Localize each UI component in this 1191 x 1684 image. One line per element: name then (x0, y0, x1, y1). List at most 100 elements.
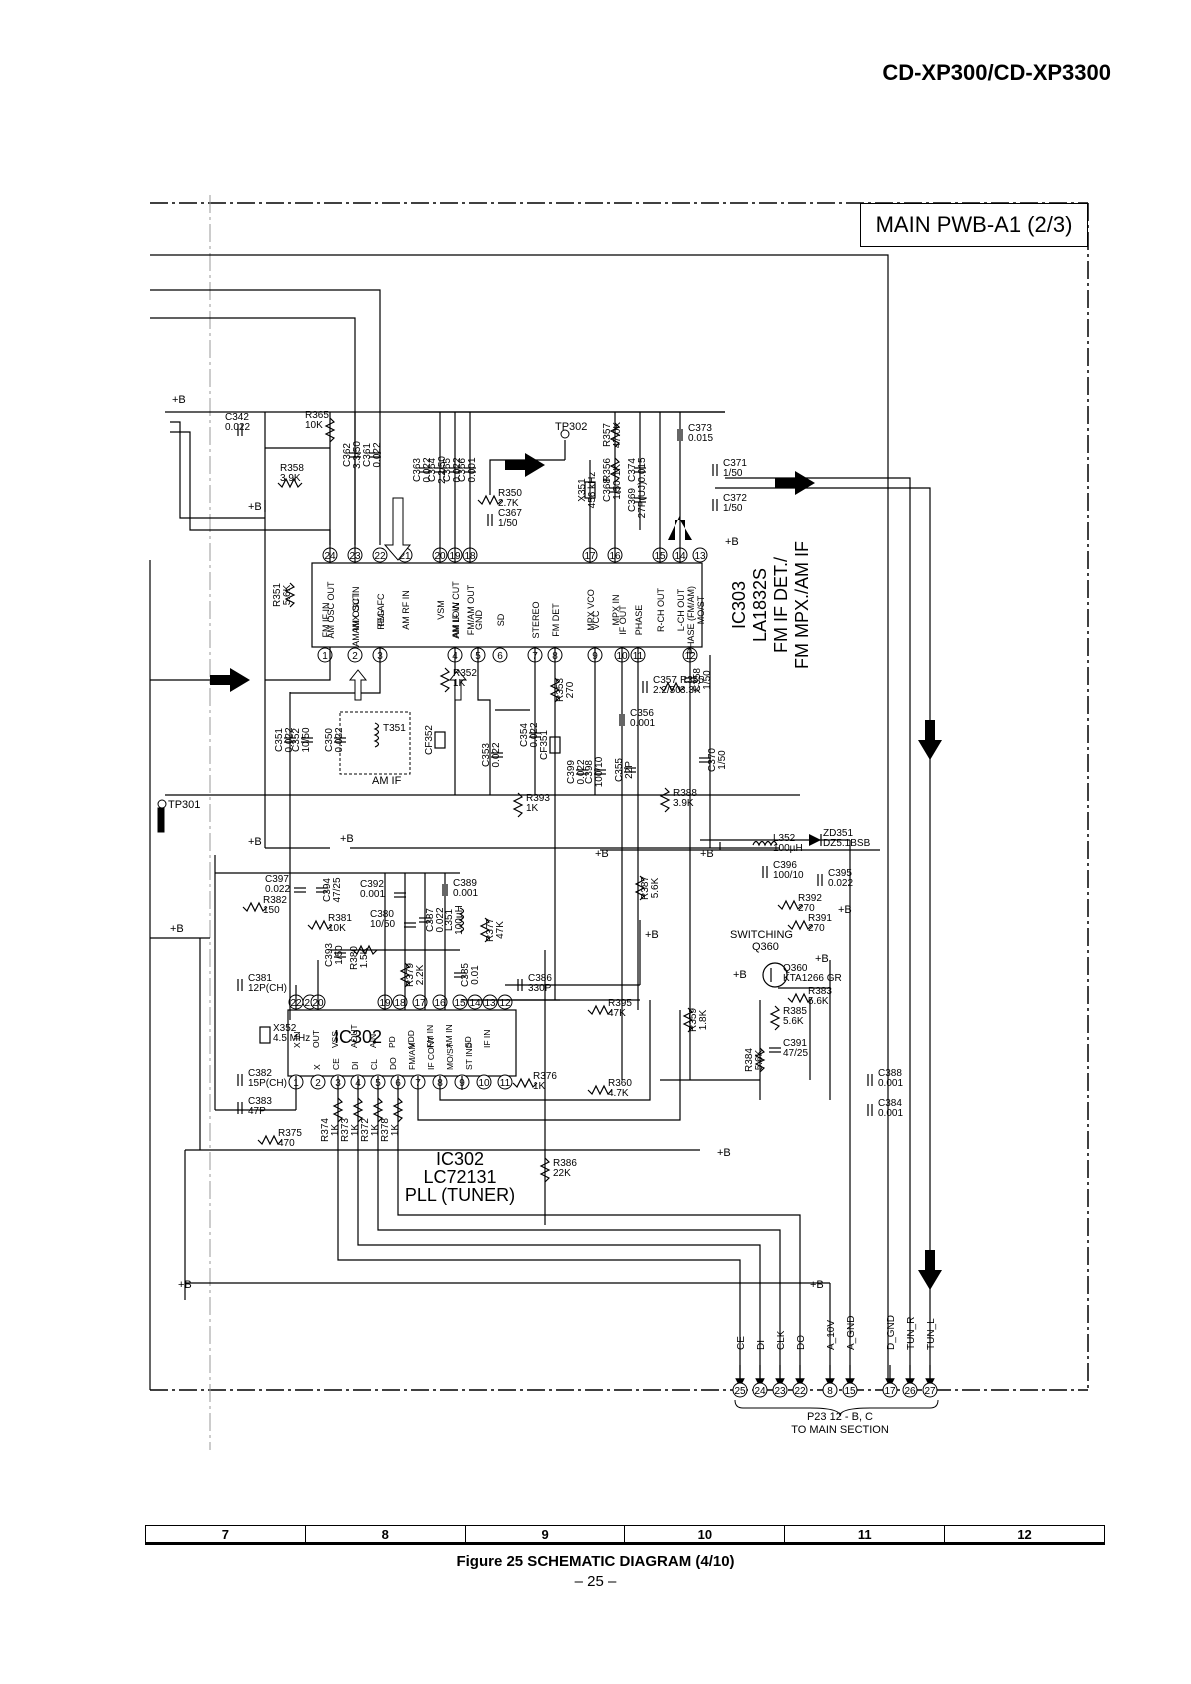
pin-number: 16 (434, 998, 446, 1009)
component-value: 2.2/50 (437, 456, 448, 484)
crystal-symbol (584, 481, 596, 499)
resistor-symbol (682, 1007, 694, 1033)
pin-circle (772, 1382, 788, 1398)
ic303-pin-label: VSM (436, 600, 446, 620)
transistor-symbol (762, 962, 788, 988)
coil-symbol (458, 907, 465, 933)
ic302-pin-label: DO (388, 1057, 398, 1070)
plus-b-9: +B (733, 969, 747, 981)
component-ref: C365 (442, 458, 453, 482)
ic302-caption-part: LC72131 (423, 1167, 496, 1187)
component-ref: R358 (280, 463, 304, 474)
component-value: 3.9K (280, 473, 301, 484)
figure-caption: Figure 25 SCHEMATIC DIAGRAM (4/10) (456, 1553, 735, 1570)
ic303-pin-label: AM OSC IN (351, 586, 361, 633)
ic303-pin-label: AM IF IN (451, 602, 461, 638)
pin-circle (310, 1074, 326, 1090)
component-ref: R350 (498, 488, 522, 499)
connector-signal-label: A_10V (826, 1320, 837, 1350)
pin-number: 27 (924, 1386, 936, 1397)
connector-pin-17: 17 (882, 1382, 898, 1398)
resistor-symbol (659, 681, 685, 693)
crystal-symbol (549, 736, 561, 754)
signal-arrows (210, 453, 942, 1290)
component-value: 1/50 (723, 503, 743, 514)
ic302-pin-label: SD (463, 1036, 473, 1048)
component-ref: R360 (608, 1078, 632, 1089)
ic302-pin-label: PD (387, 1036, 397, 1048)
component-ref: C399 (566, 760, 577, 784)
pin-circle (882, 1382, 898, 1398)
connector-signal-label: A_GND (846, 1316, 857, 1350)
component-ref: L352 (773, 833, 796, 844)
component-value: 22K (553, 1168, 571, 1179)
pin-number: 21 (399, 551, 411, 562)
ic302-pin-15: 15 (452, 994, 468, 1010)
component-value: 270 (798, 903, 815, 914)
component-ref: R392 (798, 893, 822, 904)
plus-b-13: +B (717, 1147, 731, 1159)
component-ref: C355 (614, 758, 625, 782)
component-value: 5.6K (808, 996, 829, 1007)
component-value: 4.7K (608, 1088, 629, 1099)
resistor-symbol (392, 1097, 404, 1123)
ic303-pin-label: AM LOW CUT (451, 581, 461, 639)
resistor-symbol (399, 962, 411, 988)
ic303-ref: IC303 (729, 581, 749, 629)
ic302-caption-func: PLL (TUNER) (405, 1185, 515, 1205)
component-ref: C395 (828, 868, 852, 879)
component-ref: R376 (533, 1071, 557, 1082)
pin-number: 6 (497, 651, 503, 662)
component-value: 0.015 (637, 457, 648, 482)
connector-signal-label: CLK (776, 1330, 787, 1350)
component-value: 0.022 (576, 759, 587, 784)
plus-b-3: +B (248, 836, 262, 848)
component-ref: CF352 (424, 725, 435, 755)
component-ref: C353 (481, 743, 492, 767)
ic303-pin-label: FM AFC (376, 593, 386, 626)
component-value: 0.015 (688, 433, 713, 444)
grid-cell: 11 (785, 1526, 946, 1542)
plus-b-15: +B (810, 1279, 824, 1291)
ic302-pin-17: 17 (412, 994, 428, 1010)
ic303-body (311, 562, 703, 648)
ic302-body (287, 1009, 517, 1077)
wiring (149, 254, 931, 1390)
ic303-pin-label: AM OSC OUT (326, 581, 336, 639)
pin-circle (317, 647, 333, 663)
component-value: 1/50 (723, 468, 743, 479)
component-value: 0.001 (467, 457, 478, 482)
component-value: 1K (453, 678, 466, 689)
component-value: 0.022 (435, 907, 446, 932)
plus-b-2: +B (248, 501, 262, 513)
component-value: 5.6K (754, 1049, 765, 1070)
component-ref: R381 (328, 913, 352, 924)
ic302-pin-11: 11 (497, 1074, 513, 1090)
component-ref: R393 (526, 793, 550, 804)
ic303-pin-6: 6 (492, 647, 508, 663)
component-value: 0.001 (878, 1078, 903, 1089)
component-ref: C398 (584, 760, 595, 784)
component-ref: C387 (425, 908, 436, 932)
ic303-part: LA1832S (750, 568, 770, 642)
